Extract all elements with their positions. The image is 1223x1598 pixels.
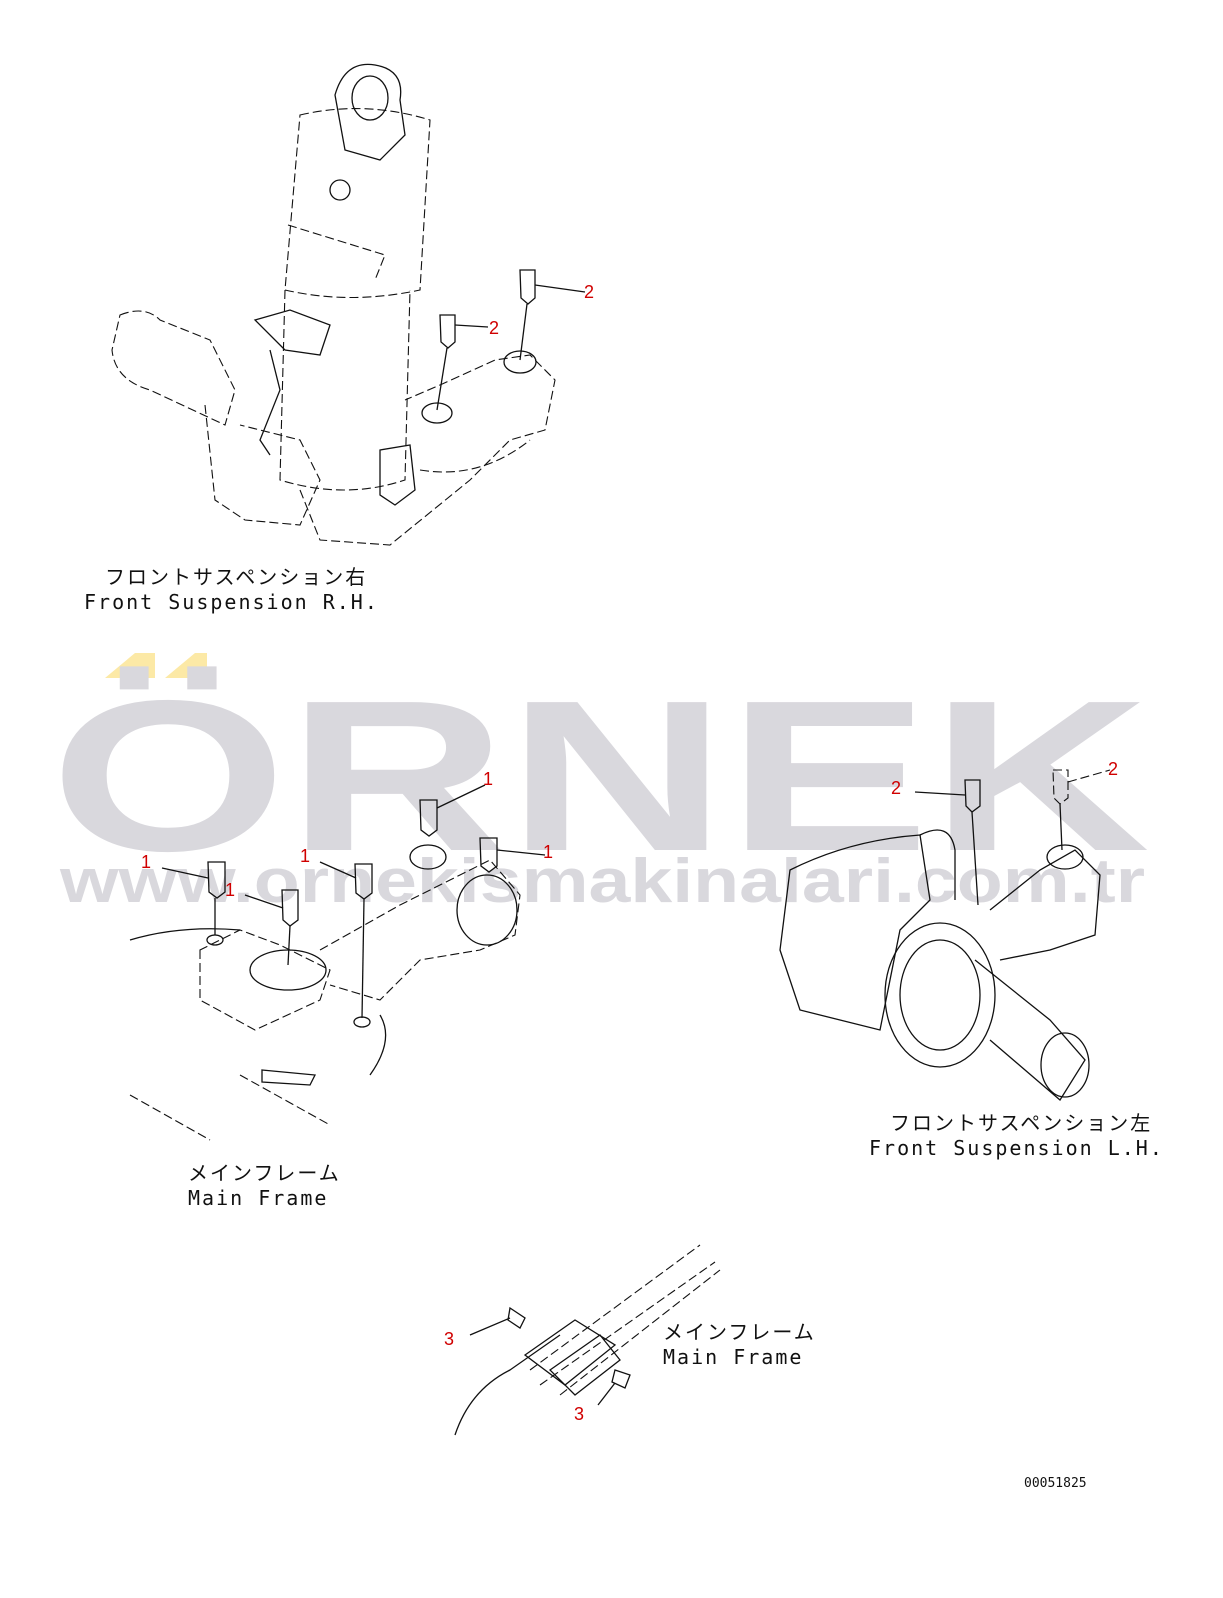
caption-main-frame-lower-en: Main Frame xyxy=(663,1345,803,1369)
captions: フロントサスペンション右 Front Suspension R.H. メインフレ… xyxy=(84,565,1164,1491)
main-frame-drawing xyxy=(129,784,546,1141)
caption-main-frame-en: Main Frame xyxy=(188,1186,328,1210)
watermark-umlaut-left xyxy=(105,653,155,678)
main-frame-lower-drawing xyxy=(454,1244,721,1436)
callout-3: 3 xyxy=(574,1404,584,1424)
callout-labels: 2 2 1 1 1 1 1 2 2 3 3 xyxy=(141,282,1118,1424)
caption-front-lh-en: Front Suspension L.H. xyxy=(869,1136,1164,1160)
caption-main-frame-jp: メインフレーム xyxy=(188,1161,341,1185)
callout-1: 1 xyxy=(483,769,493,789)
caption-front-rh-en: Front Suspension R.H. xyxy=(84,590,379,614)
callout-3: 3 xyxy=(444,1329,454,1349)
callout-2: 2 xyxy=(1108,759,1118,779)
drawing-number: 00051825 xyxy=(1024,1476,1087,1491)
callout-1: 1 xyxy=(300,846,310,866)
callout-1: 1 xyxy=(543,842,553,862)
watermark-umlaut-right xyxy=(165,653,207,678)
front-suspension-lh-drawing xyxy=(779,769,1111,1101)
callout-2: 2 xyxy=(489,318,499,338)
watermark-url: www.ornekismakinalari.com.tr xyxy=(59,847,1145,916)
callout-1: 1 xyxy=(225,880,235,900)
watermark-brand: ÖRNEK xyxy=(50,655,1150,896)
caption-front-lh-jp: フロントサスペンション左 xyxy=(890,1111,1152,1135)
callout-2: 2 xyxy=(891,778,901,798)
caption-main-frame-lower-jp: メインフレーム xyxy=(663,1320,816,1344)
watermark: ÖRNEK www.ornekismakinalari.com.tr xyxy=(50,653,1150,916)
caption-front-rh-jp: フロントサスペンション右 xyxy=(105,565,367,589)
front-suspension-rh-drawing xyxy=(111,63,586,546)
callout-2: 2 xyxy=(584,282,594,302)
callout-1: 1 xyxy=(141,852,151,872)
